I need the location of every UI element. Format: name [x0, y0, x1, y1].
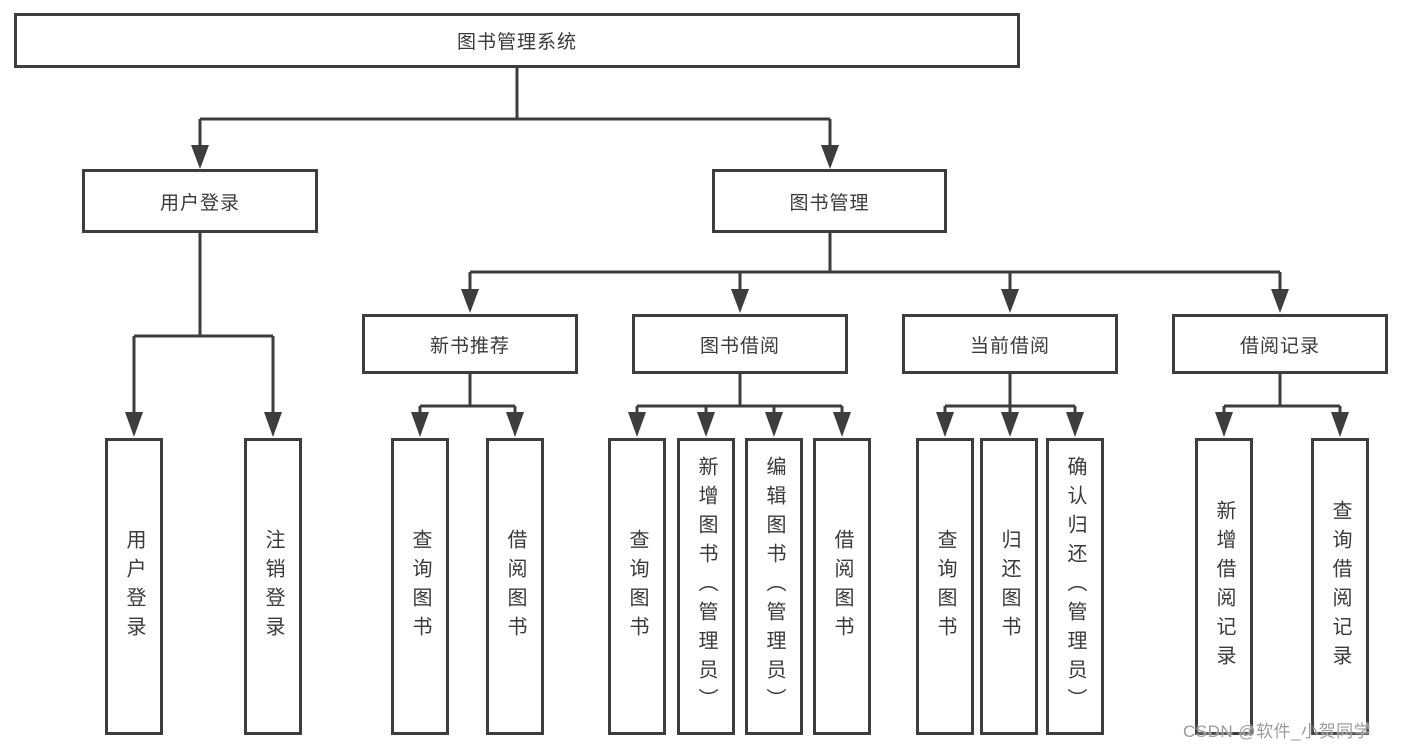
arrowhead	[1001, 289, 1019, 313]
arrowhead	[411, 412, 429, 437]
arrowhead	[1066, 412, 1084, 437]
node-label: 图书借阅	[699, 335, 780, 357]
node-label: 借阅记录	[1239, 335, 1320, 357]
arrowhead	[506, 412, 524, 437]
leaf-label: 注销登录	[262, 528, 284, 645]
arrowhead	[628, 412, 646, 437]
leaf-query-borrow-record: 查询借阅记录	[1311, 438, 1369, 735]
node-label: 当前借阅	[969, 335, 1050, 357]
leaf-label: 查询图书	[934, 528, 956, 645]
leaf-label: 新增借阅记录	[1213, 499, 1235, 674]
leaf-user-login: 用户登录	[105, 438, 163, 735]
arrowhead	[833, 412, 851, 437]
leaf-label: 编辑图书（管理员）	[763, 456, 785, 717]
leaf-label: 归还图书	[998, 528, 1020, 645]
node-system-root: 图书管理系统	[14, 13, 1020, 68]
leaf-label: 查询图书	[409, 528, 431, 645]
leaf-add-borrow-record: 新增借阅记录	[1195, 438, 1253, 735]
node-book-management: 图书管理	[712, 169, 947, 233]
arrowhead	[936, 412, 954, 437]
arrowhead	[264, 412, 282, 437]
node-user-login: 用户登录	[82, 169, 318, 233]
leaf-query-books: 查询图书	[391, 438, 449, 735]
leaf-label: 确认归还（管理员）	[1064, 456, 1086, 717]
node-label: 用户登录	[159, 192, 240, 214]
leaf-query-books: 查询图书	[916, 438, 974, 735]
arrowhead	[125, 412, 143, 437]
arrowhead	[1215, 412, 1233, 437]
node-book-borrowing: 图书借阅	[632, 314, 848, 374]
leaf-label: 用户登录	[123, 528, 145, 645]
arrowhead	[191, 145, 209, 169]
leaf-label: 新增图书（管理员）	[695, 456, 717, 717]
arrowhead	[765, 412, 783, 437]
arrowhead	[697, 412, 715, 437]
node-borrowing-records: 借阅记录	[1172, 314, 1388, 374]
leaf-logout: 注销登录	[244, 438, 302, 735]
leaf-label: 借阅图书	[831, 528, 853, 645]
leaf-confirm-return-admin: 确认归还（管理员）	[1046, 438, 1104, 735]
node-new-book-recommend: 新书推荐	[362, 314, 578, 374]
csdn-watermark: CSDN @软件_小贺同学	[1183, 722, 1372, 741]
leaf-borrow-books: 借阅图书	[486, 438, 544, 735]
leaf-edit-books-admin: 编辑图书（管理员）	[745, 438, 803, 735]
leaf-return-books: 归还图书	[980, 438, 1038, 735]
arrowhead	[1271, 289, 1289, 313]
node-current-borrowing: 当前借阅	[902, 314, 1118, 374]
arrowhead	[461, 289, 479, 313]
arrowhead	[821, 145, 839, 169]
leaf-label: 查询图书	[626, 528, 648, 645]
leaf-borrow-books: 借阅图书	[813, 438, 871, 735]
leaf-label: 查询借阅记录	[1329, 499, 1351, 674]
leaf-query-books: 查询图书	[608, 438, 666, 735]
node-label: 新书推荐	[429, 335, 510, 357]
leaf-add-books-admin: 新增图书（管理员）	[677, 438, 735, 735]
arrowhead	[1331, 412, 1349, 437]
node-label: 图书管理系统	[456, 32, 577, 53]
leaf-label: 借阅图书	[504, 528, 526, 645]
arrowhead	[731, 289, 749, 313]
node-label: 图书管理	[789, 192, 870, 214]
arrowhead	[1001, 412, 1019, 437]
